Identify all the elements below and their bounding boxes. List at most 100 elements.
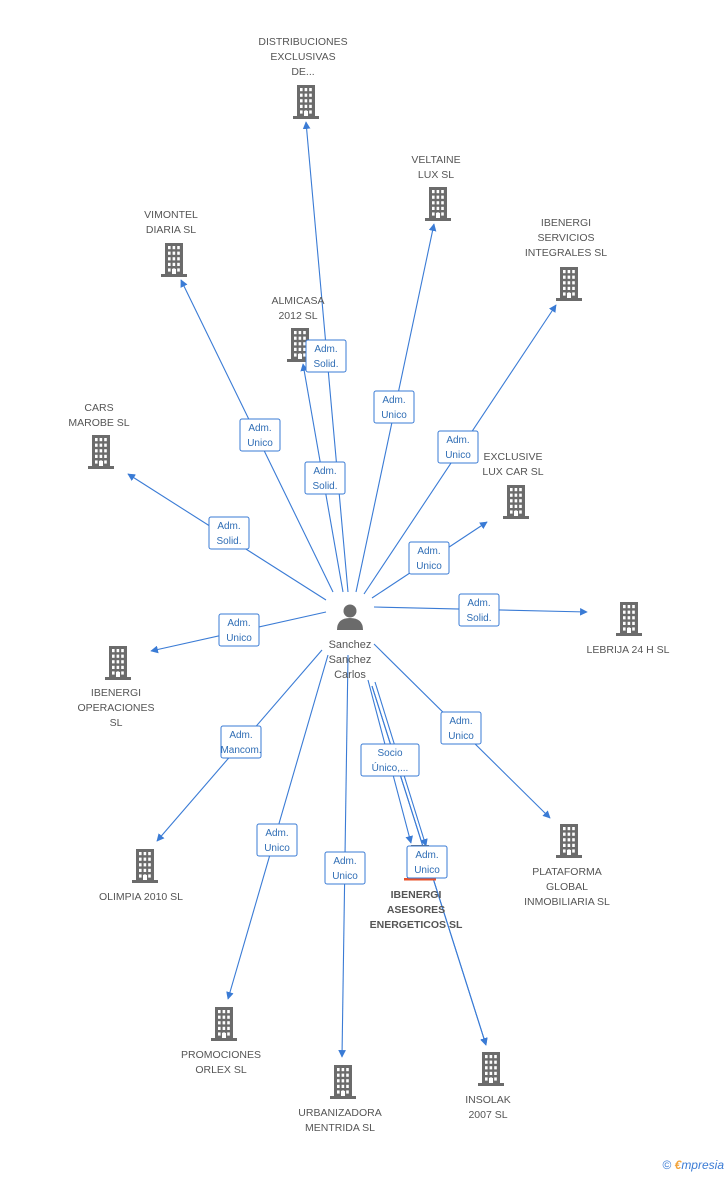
relation-badge[interactable]: Adm.Unico	[406, 845, 448, 879]
relation-badge-box	[406, 845, 448, 879]
company-node-olimpia[interactable]: OLIMPIA 2010 SL	[99, 849, 183, 903]
building-icon[interactable]	[478, 1052, 504, 1086]
company-label-line: INMOBILIARIA SL	[524, 896, 610, 908]
relation-badge[interactable]: Adm.Unico	[408, 541, 450, 575]
building-window	[485, 1055, 488, 1059]
company-label-line: MENTRIDA SL	[305, 1122, 375, 1134]
building-icon[interactable]	[503, 485, 529, 519]
building-icon[interactable]	[88, 435, 114, 469]
relation-badge-box	[408, 541, 450, 575]
building-window	[300, 88, 303, 92]
building-window	[121, 649, 124, 653]
building-window	[99, 443, 103, 447]
building-window	[99, 449, 103, 453]
building-window	[346, 1079, 349, 1083]
building-window	[168, 251, 171, 255]
company-label-line: ASESORES	[387, 904, 445, 916]
building-icon[interactable]	[161, 243, 187, 277]
building-icon[interactable]	[556, 267, 582, 301]
relation-badge-box	[373, 390, 415, 424]
building-icon[interactable]	[287, 328, 313, 362]
relation-badge[interactable]: Adm.Unico	[218, 613, 260, 647]
relation-badge-text: Unico	[226, 633, 252, 644]
building-window	[563, 827, 566, 831]
building-window	[227, 1026, 230, 1030]
building-window	[489, 1060, 493, 1064]
relation-badge[interactable]: Adm.Solid.	[305, 339, 347, 373]
building-window	[441, 190, 444, 194]
building-door	[172, 269, 176, 274]
building-window	[519, 504, 522, 508]
relation-badge-text: Unico	[448, 731, 474, 742]
company-node-distribuciones[interactable]: DISTRIBUCIONESEXCLUSIVASDE...	[258, 36, 348, 119]
building-window	[294, 331, 297, 335]
relation-badge-text: Adm.	[248, 423, 271, 434]
building-icon[interactable]	[105, 646, 131, 680]
building-window	[304, 99, 308, 103]
relation-badge[interactable]: SocioÚnico,...	[360, 743, 420, 777]
relation-badge[interactable]: Adm.Unico	[239, 418, 281, 452]
building-icon[interactable]	[425, 187, 451, 221]
building-window	[303, 347, 306, 351]
relation-badge[interactable]: Adm.Unico	[256, 823, 298, 857]
building-icon[interactable]	[211, 1007, 237, 1041]
relation-badge-text: Unico	[416, 561, 442, 572]
company-node-lebrija[interactable]: LEBRIJA 24 H SL	[587, 602, 670, 656]
building-icon[interactable]	[556, 824, 582, 858]
person-name-line: Sanchez	[329, 639, 372, 651]
building-base	[211, 1038, 237, 1041]
company-label-line: INTEGRALES SL	[525, 247, 607, 259]
relation-badge[interactable]: Adm.Unico	[437, 430, 479, 464]
building-window	[623, 616, 626, 620]
relation-badge[interactable]: Adm.Unico	[373, 390, 415, 424]
building-window	[139, 857, 142, 861]
building-window	[218, 1010, 221, 1014]
building-icon[interactable]	[616, 602, 642, 636]
building-window	[148, 874, 151, 878]
building-window	[346, 1068, 349, 1072]
relation-badge[interactable]: Adm.Unico	[324, 851, 366, 885]
building-door	[567, 850, 571, 855]
relation-badge[interactable]: Adm.Unico	[440, 711, 482, 745]
building-window	[510, 499, 513, 503]
building-icon[interactable]	[132, 849, 158, 883]
building-window	[632, 621, 635, 625]
building-window	[627, 605, 631, 609]
building-window	[222, 1021, 226, 1025]
building-window	[304, 88, 308, 92]
building-window	[300, 110, 303, 114]
building-base	[161, 274, 187, 277]
building-window	[112, 660, 115, 664]
building-window	[623, 605, 626, 609]
building-icon[interactable]	[330, 1065, 356, 1099]
building-window	[116, 649, 120, 653]
relation-badge[interactable]: Adm.Solid.	[458, 593, 500, 627]
building-window	[519, 510, 522, 514]
relation-badge[interactable]: Adm.Solid.	[304, 461, 346, 495]
building-window	[519, 499, 522, 503]
building-door	[143, 875, 147, 880]
building-window	[104, 460, 107, 464]
building-window	[309, 93, 312, 97]
building-window	[567, 843, 571, 847]
building-icon[interactable]	[293, 85, 319, 119]
relation-badge[interactable]: Adm.Solid.	[208, 516, 250, 550]
edges-layer	[127, 121, 588, 1058]
building-window	[104, 438, 107, 442]
relation-badge[interactable]: Adm.Mancom.	[220, 725, 262, 759]
building-window	[485, 1060, 488, 1064]
company-label-line: EXCLUSIVAS	[270, 51, 335, 63]
